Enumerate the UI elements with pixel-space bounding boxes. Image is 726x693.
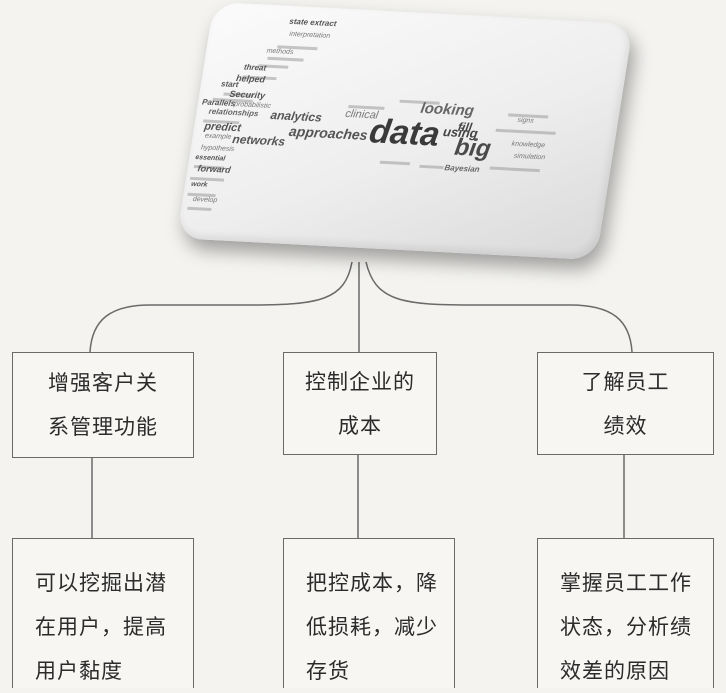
detail-line: 用户黏度 xyxy=(35,659,123,683)
word-cloud-word: clinical xyxy=(344,108,379,122)
word-cloud-word: probabilistic xyxy=(232,101,271,110)
category-box-cost: 控制企业的 成本 xyxy=(283,352,437,455)
word-cloud-word: start xyxy=(220,79,239,89)
word-cloud-word: big xyxy=(453,134,493,163)
connector-lines xyxy=(89,261,633,538)
word-cloud-word: relationships xyxy=(208,107,260,119)
word-cloud-word: work xyxy=(191,181,209,189)
word-cloud-word: helped xyxy=(235,73,266,84)
word-cloud-word: develop xyxy=(192,196,218,204)
category-title-line: 绩效 xyxy=(603,413,648,438)
word-cloud-word: interpretation xyxy=(289,31,331,40)
word-cloud-word: threat xyxy=(243,63,267,73)
word-cloud-filler xyxy=(193,165,225,170)
detail-line: 存货 xyxy=(306,659,350,683)
detail-line: 把控成本，降 xyxy=(306,571,438,595)
word-cloud-word: essential xyxy=(195,154,227,163)
word-cloud-filler xyxy=(379,160,411,166)
word-cloud-word: analytics xyxy=(270,108,324,125)
category-title-line: 增强客户关 xyxy=(48,371,158,395)
word-cloud-filler xyxy=(489,166,540,173)
word-cloud-filler xyxy=(242,75,277,81)
word-cloud-word: state extract xyxy=(289,17,338,28)
word-cloud-word: knowledge xyxy=(511,141,546,150)
word-cloud-filler xyxy=(508,113,549,119)
category-title-line: 控制企业的 xyxy=(305,369,415,394)
word-cloud-filler xyxy=(419,164,444,170)
connector-root-right xyxy=(365,261,633,353)
detail-box-employee: 掌握员工工作 状态，分析绩 效差的原因 xyxy=(537,538,714,688)
connector-root-left xyxy=(89,261,353,353)
word-cloud-word: data xyxy=(367,112,443,153)
word-cloud-filler xyxy=(495,128,556,135)
word-cloud-filler xyxy=(212,97,253,103)
word-cloud-word: using xyxy=(442,124,479,141)
word-cloud-word: forward xyxy=(197,163,232,175)
detail-line: 低损耗，减少 xyxy=(306,615,438,639)
word-cloud-filler xyxy=(348,105,385,110)
detail-line: 可以挖掘出潜 xyxy=(35,571,167,595)
word-cloud-word: hypothesis xyxy=(200,144,235,153)
word-cloud-filler xyxy=(223,92,254,98)
category-title-line: 了解员工 xyxy=(581,369,670,394)
detail-line: 掌握员工工作 xyxy=(560,571,692,595)
word-cloud-word: signs xyxy=(517,117,535,125)
word-cloud-word: fill xyxy=(457,120,474,135)
category-title-line: 成本 xyxy=(338,413,382,438)
word-cloud-filler xyxy=(187,206,212,211)
detail-line: 在用户，提高 xyxy=(35,615,167,639)
word-cloud-filler xyxy=(187,192,216,198)
word-cloud-filler xyxy=(189,176,225,182)
word-cloud-filler xyxy=(277,45,318,51)
word-cloud-word: approaches xyxy=(288,123,369,143)
category-title-line: 系管理功能 xyxy=(48,415,158,439)
word-cloud-word: looking xyxy=(419,100,475,120)
word-cloud-word: Bayesian xyxy=(444,163,481,174)
word-cloud-word: predict xyxy=(202,121,243,135)
detail-line: 状态，分析绩 xyxy=(560,615,692,639)
category-box-customer: 增强客户关 系管理功能 xyxy=(12,352,194,458)
word-cloud-filler xyxy=(202,119,240,125)
word-cloud-word: Security xyxy=(229,89,267,101)
word-cloud-word: simulation xyxy=(513,153,546,162)
word-cloud-word: example xyxy=(204,133,232,141)
detail-line: 效差的原因 xyxy=(560,659,670,683)
detail-box-customer: 可以挖掘出潜 在用户，提高 用户黏度 xyxy=(12,538,194,688)
category-box-employee: 了解员工 绩效 xyxy=(537,352,714,455)
word-cloud-word: networks xyxy=(231,132,286,149)
word-cloud-filler xyxy=(258,64,289,69)
word-cloud-word: Parallels xyxy=(201,97,236,108)
detail-box-cost: 把控成本，降 低损耗，减少 存货 xyxy=(283,538,455,688)
word-cloud-filler xyxy=(399,99,440,105)
word-cloud-filler xyxy=(267,56,304,62)
word-cloud-word: methods xyxy=(266,48,294,56)
